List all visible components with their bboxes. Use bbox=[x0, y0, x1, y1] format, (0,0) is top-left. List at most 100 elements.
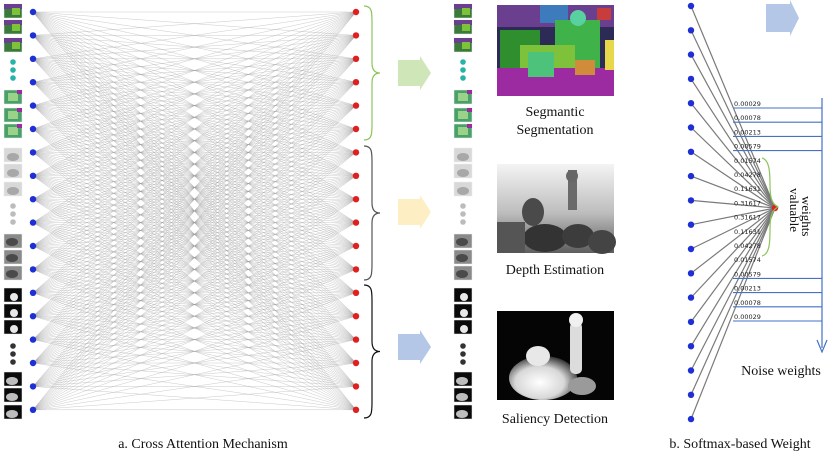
ellipsis-dot bbox=[460, 219, 466, 225]
feature-map-thumbnail bbox=[3, 181, 23, 197]
input-node bbox=[29, 79, 37, 86]
input-node bbox=[29, 359, 37, 367]
output-node bbox=[352, 313, 360, 320]
feature-map-thumbnail bbox=[3, 3, 23, 19]
feature-map-thumbnail bbox=[453, 107, 473, 123]
output-nodes bbox=[352, 8, 360, 413]
feature-map-thumbnail bbox=[3, 89, 23, 105]
noise-weight-lines bbox=[733, 98, 828, 354]
brace-depth bbox=[363, 145, 381, 281]
softmax-line bbox=[690, 5, 776, 209]
weight-value: 0.00078 bbox=[734, 299, 761, 307]
input-feature-thumbnails bbox=[3, 3, 23, 420]
weight-value: 0.00029 bbox=[734, 313, 761, 321]
feature-map-thumbnail bbox=[3, 233, 23, 249]
output-feature-thumbnails bbox=[453, 3, 473, 420]
softmax-input-node bbox=[687, 391, 695, 398]
segmentation-label-line1: Segmantic bbox=[525, 105, 584, 120]
output-node bbox=[352, 266, 360, 273]
task-arrow bbox=[398, 195, 431, 229]
feature-map-thumbnail bbox=[453, 3, 473, 19]
feature-map-thumbnail bbox=[3, 107, 23, 123]
softmax-line bbox=[690, 207, 776, 347]
task-braces bbox=[363, 5, 381, 419]
cross-attention-edges bbox=[32, 11, 357, 410]
output-node bbox=[352, 8, 360, 16]
ellipsis-dot bbox=[10, 75, 16, 81]
feature-map-thumbnail bbox=[3, 319, 23, 335]
softmax-input-node bbox=[687, 415, 695, 423]
weight-value: 0.00579 bbox=[734, 270, 761, 278]
input-nodes bbox=[29, 8, 37, 413]
softmax-line bbox=[690, 127, 776, 209]
softmax-input-node bbox=[687, 245, 695, 253]
feature-map-thumbnail bbox=[453, 89, 473, 105]
softmax-line bbox=[690, 151, 776, 209]
feature-map-thumbnail bbox=[453, 404, 473, 420]
output-node bbox=[352, 196, 360, 203]
input-node bbox=[29, 336, 37, 343]
depth-result-image bbox=[497, 164, 616, 254]
input-node bbox=[29, 289, 37, 296]
weight-value: 0.04278 bbox=[734, 242, 761, 250]
input-node bbox=[29, 55, 37, 62]
softmax-line bbox=[690, 207, 776, 250]
segmentation-result-image bbox=[497, 5, 614, 96]
weight-value: 0.11631 bbox=[734, 185, 761, 193]
caption-softmax: b. Softmax-based Weight bbox=[669, 437, 810, 452]
ellipsis-dot bbox=[460, 351, 466, 357]
noise-arrow-head bbox=[816, 339, 828, 354]
ellipsis-dot bbox=[10, 203, 16, 209]
edge-bundle bbox=[32, 11, 357, 410]
softmax-input-node bbox=[687, 294, 695, 301]
output-node bbox=[352, 55, 360, 62]
input-node bbox=[29, 8, 37, 16]
feature-map-thumbnail bbox=[453, 181, 473, 197]
input-node bbox=[29, 383, 37, 390]
output-node bbox=[352, 219, 360, 226]
output-node bbox=[352, 172, 360, 179]
softmax-input-node bbox=[687, 100, 695, 107]
softmax-line bbox=[690, 78, 776, 209]
input-node bbox=[29, 313, 37, 320]
output-node bbox=[352, 383, 360, 390]
weight-value: 0.01574 bbox=[734, 256, 761, 264]
input-node bbox=[29, 32, 37, 39]
input-node bbox=[29, 196, 37, 203]
input-node bbox=[29, 219, 37, 226]
output-node bbox=[352, 336, 360, 343]
softmax-input-node bbox=[687, 124, 695, 131]
softmax-input-node bbox=[687, 75, 695, 83]
noise-weights-label: Noise weights bbox=[741, 364, 821, 379]
feature-map-thumbnail bbox=[453, 371, 473, 387]
feature-map-thumbnail bbox=[3, 404, 23, 420]
valuable-label-line2: weights bbox=[799, 196, 814, 236]
feature-map-thumbnail bbox=[453, 319, 473, 335]
softmax-line bbox=[690, 54, 776, 209]
ellipsis-dot bbox=[460, 343, 466, 349]
feature-map-thumbnail bbox=[453, 37, 473, 53]
input-node bbox=[29, 242, 37, 250]
feature-map-thumbnail bbox=[453, 19, 473, 35]
softmax-line bbox=[690, 207, 776, 274]
feature-map-thumbnail bbox=[3, 147, 23, 163]
ellipsis-dot bbox=[10, 59, 16, 65]
input-node bbox=[29, 102, 37, 109]
softmax-weight-lines bbox=[690, 5, 776, 420]
feature-map-thumbnail bbox=[453, 123, 473, 139]
weight-value: 0.31617 bbox=[734, 214, 761, 222]
feature-map-thumbnail bbox=[453, 163, 473, 179]
feature-map-thumbnail bbox=[3, 303, 23, 319]
softmax-input-node bbox=[687, 2, 695, 10]
weight-value: 0.00213 bbox=[734, 128, 761, 136]
feature-map-thumbnail bbox=[3, 387, 23, 403]
softmax-input-nodes bbox=[687, 2, 695, 423]
softmax-input-node bbox=[687, 343, 695, 350]
ellipsis-dot bbox=[460, 75, 466, 81]
valuable-weights-brace bbox=[761, 157, 780, 257]
weight-value: 0.01574 bbox=[734, 157, 761, 165]
softmax-line bbox=[690, 207, 776, 299]
softmax-input-node bbox=[687, 221, 695, 228]
feature-map-thumbnail bbox=[453, 265, 473, 281]
weight-value: 0.00029 bbox=[734, 100, 761, 108]
